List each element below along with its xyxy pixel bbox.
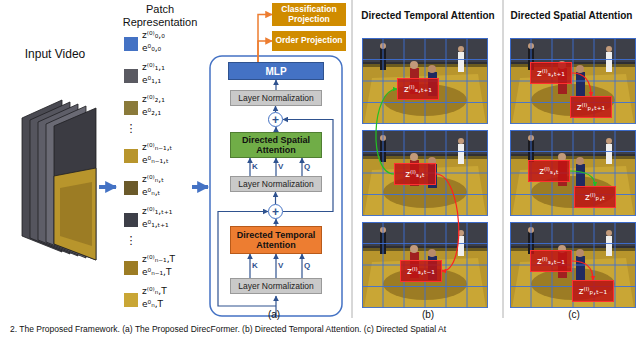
figure-label: (a) bbox=[262, 309, 286, 321]
token-box: z⁽ˡ⁾ₛ,ₜ₋₁ bbox=[400, 260, 442, 282]
figure-label: z⁽⁰⁾ₙ,ₜ bbox=[142, 174, 192, 184]
panel-divider bbox=[352, 0, 353, 318]
sum-node: + bbox=[268, 112, 283, 127]
edge-label: V bbox=[278, 262, 283, 270]
connector bbox=[258, 41, 272, 62]
edge-label: K bbox=[252, 163, 258, 171]
token-box: z⁽ˡ⁾ₚ,ₜ₊₁ bbox=[570, 96, 612, 118]
token-box: z⁽ˡ⁾ₛ,ₜ bbox=[394, 163, 436, 185]
connector bbox=[301, 254, 302, 278]
node-text: + bbox=[272, 114, 279, 126]
video-frame bbox=[510, 222, 636, 308]
video-frame bbox=[362, 38, 488, 124]
connector bbox=[301, 158, 302, 176]
figure-label: e⁰ₙ₋₁,T bbox=[142, 267, 192, 277]
flow-arrow bbox=[99, 185, 116, 189]
figure-label: Patch Representation bbox=[112, 3, 208, 28]
figure-label: Directed Temporal Attention bbox=[353, 10, 503, 22]
figure-label: (b) bbox=[416, 309, 440, 321]
figure-label: z⁽⁰⁾ₙ₋₁,T bbox=[142, 254, 192, 264]
edge-label: V bbox=[278, 163, 283, 171]
edge-label: Q bbox=[304, 262, 310, 270]
connector bbox=[572, 261, 593, 280]
transformer-block bbox=[210, 56, 342, 316]
figure-label: z⁽⁰⁾ₙ₋₁,ₜ bbox=[142, 142, 192, 152]
figure-label: z⁽⁰⁾₁,ₜ₊₁ bbox=[142, 206, 192, 216]
figure-label: ⋮ bbox=[124, 123, 138, 136]
token-box: z⁽ˡ⁾ₛ,ₜ₊₁ bbox=[397, 78, 439, 100]
node-text: z⁽ˡ⁾ₛ,ₜ bbox=[539, 166, 559, 177]
connector bbox=[376, 89, 397, 174]
node-text: Order Projection bbox=[275, 36, 342, 45]
video-frame bbox=[510, 38, 636, 124]
video-frame bbox=[510, 130, 636, 216]
token-box: z⁽ˡ⁾ₚ,ₜ₋₁ bbox=[572, 280, 614, 302]
connector bbox=[275, 80, 276, 90]
node-text: Layer Normalization bbox=[238, 281, 314, 291]
figure-label: z⁽⁰⁾₀,₀ bbox=[142, 30, 192, 40]
node-text: Classification Projection bbox=[275, 5, 343, 24]
video-frame bbox=[362, 130, 488, 216]
connector bbox=[275, 219, 276, 226]
connector bbox=[258, 15, 272, 63]
connector bbox=[436, 174, 459, 271]
node-text: z⁽ˡ⁾ₛ,ₜ₋₁ bbox=[537, 256, 565, 267]
projection-box: Order Projection bbox=[272, 31, 346, 51]
node-text: MLP bbox=[265, 66, 286, 77]
node-text: Layer Normalization bbox=[238, 93, 314, 103]
node-text: Directed Temporal Attention bbox=[234, 230, 318, 251]
token-box: z⁽ˡ⁾ₛ,ₜ bbox=[528, 160, 570, 182]
node-text: z⁽ˡ⁾ₚ,ₜ₋₁ bbox=[579, 286, 607, 297]
norm-box: Layer Normalization bbox=[230, 90, 322, 106]
connector bbox=[249, 254, 250, 278]
norm-box: Layer Normalization bbox=[230, 176, 322, 192]
figure-label: e⁰₁,ₜ₊₁ bbox=[142, 219, 192, 229]
node-text: + bbox=[272, 206, 279, 218]
attention-box: Directed Temporal Attention bbox=[230, 226, 322, 254]
node-text: Directed Spatial Attention bbox=[234, 135, 318, 156]
figure-label: z⁽⁰⁾ₙ,T bbox=[142, 286, 192, 296]
caption: 2. The Proposed Framework. (a) The Propo… bbox=[10, 325, 635, 335]
connector bbox=[249, 158, 250, 176]
connector bbox=[572, 73, 591, 96]
figure-label: Input Video bbox=[16, 48, 94, 62]
figure-label: ⋮ bbox=[124, 235, 138, 248]
figure-label: e⁰₀,₀ bbox=[142, 43, 192, 53]
token-box: z⁽ˡ⁾ₚ,ₜ bbox=[574, 186, 616, 208]
figure-label: e⁰ₙ₋₁,ₜ bbox=[142, 155, 192, 165]
attention-box: Directed Spatial Attention bbox=[230, 132, 322, 158]
figure-label: e⁰₂,₁ bbox=[142, 107, 192, 117]
figure-label: (c) bbox=[562, 309, 586, 321]
node-text: z⁽ˡ⁾ₛ,ₜ₊₁ bbox=[404, 84, 432, 95]
token-box: z⁽ˡ⁾ₛ,ₜ₋₁ bbox=[530, 250, 572, 272]
figure-label: Directed Spatial Attention bbox=[505, 10, 638, 22]
node-text: z⁽ˡ⁾ₛ,ₜ₊₁ bbox=[537, 68, 565, 79]
connector bbox=[570, 171, 595, 186]
figure-label: e⁰ₙ,ₜ bbox=[142, 187, 192, 197]
node-text: z⁽ˡ⁾ₚ,ₜ₊₁ bbox=[577, 102, 605, 113]
figure-label: e⁰ₙ,T bbox=[142, 299, 192, 309]
flow-arrow bbox=[192, 185, 208, 189]
figure-label: z⁽⁰⁾₁,₁ bbox=[142, 62, 192, 72]
connector bbox=[275, 192, 276, 204]
node-text: z⁽ˡ⁾ₚ,ₜ bbox=[585, 192, 605, 203]
connector bbox=[275, 254, 276, 278]
figure-label: e⁰₁,₁ bbox=[142, 75, 192, 85]
panel-divider bbox=[503, 0, 504, 318]
token-box: z⁽ˡ⁾ₛ,ₜ₊₁ bbox=[530, 62, 572, 84]
patch-thumbnails bbox=[124, 37, 138, 307]
node-text: Layer Normalization bbox=[238, 179, 314, 189]
projection-box: Classification Projection bbox=[272, 3, 346, 26]
edge-label: Q bbox=[304, 163, 310, 171]
connector bbox=[275, 158, 276, 176]
node-text: z⁽ˡ⁾ₛ,ₜ₋₁ bbox=[407, 266, 435, 277]
video-stack bbox=[22, 100, 96, 260]
node-text: z⁽ˡ⁾ₛ,ₜ bbox=[405, 169, 425, 180]
mlp-box: MLP bbox=[228, 62, 324, 80]
norm-box: Layer Normalization bbox=[230, 278, 322, 294]
figure-label: z⁽⁰⁾₂,₁ bbox=[142, 94, 192, 104]
sum-node: + bbox=[268, 204, 283, 219]
edge-label: K bbox=[252, 262, 258, 270]
video-frame bbox=[362, 222, 488, 308]
